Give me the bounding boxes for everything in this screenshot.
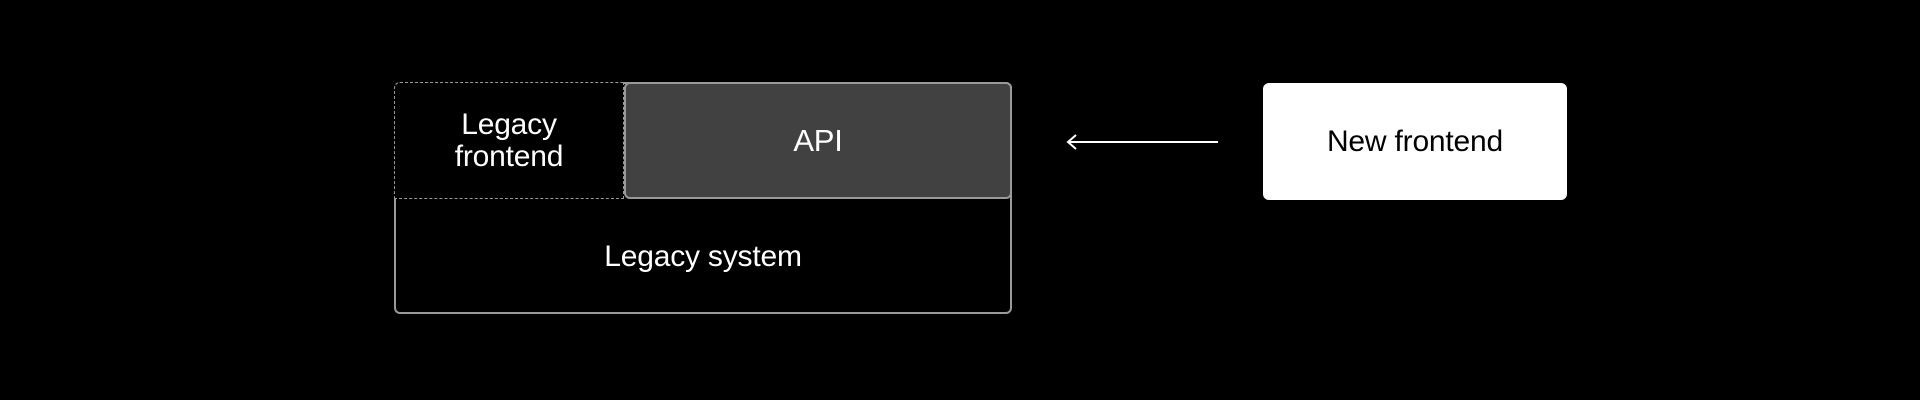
new-frontend-node: New frontend xyxy=(1263,83,1567,200)
arrow-left-edge xyxy=(1066,134,1218,150)
api-node: API xyxy=(624,82,1012,199)
legacy-frontend-node: Legacy frontend xyxy=(394,82,624,199)
new-frontend-label: New frontend xyxy=(1326,124,1504,158)
arrow-head xyxy=(1066,134,1077,150)
legacy-frontend-label: Legacy frontend xyxy=(454,107,564,173)
api-label: API xyxy=(793,122,843,158)
legacy-system-label-container: Legacy system xyxy=(394,199,1012,314)
legacy-system-label: Legacy system xyxy=(604,239,802,273)
